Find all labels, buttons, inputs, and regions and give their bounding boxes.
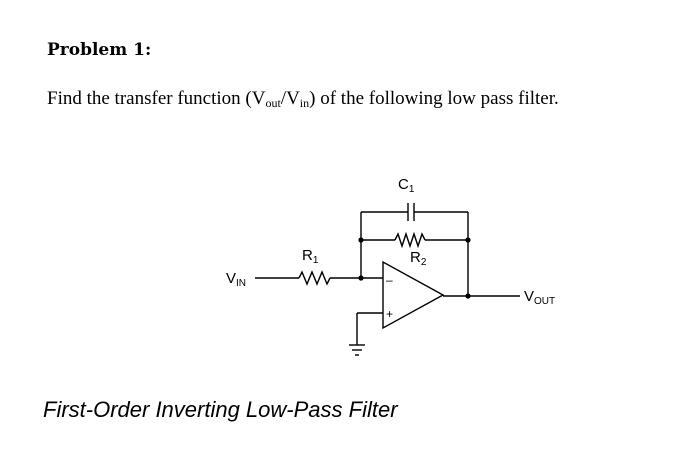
r2-resistor	[394, 231, 426, 249]
junction-dot-node	[358, 275, 364, 281]
junction-dot-r2-left	[358, 237, 364, 243]
junction-dot-r2-right	[465, 237, 471, 243]
r1-resistor	[298, 270, 331, 286]
figure-caption: First-Order Inverting Low-Pass Filter	[43, 397, 398, 422]
junction-dot-output	[465, 293, 471, 299]
r2-label: R2	[410, 249, 427, 268]
op-amp	[382, 260, 445, 330]
inverting-input-symbol: –	[386, 273, 393, 287]
r1-label: R1	[302, 247, 319, 266]
question-slash: /V	[280, 88, 300, 109]
vout-label: VOUT	[524, 288, 555, 307]
c1-label: C1	[398, 176, 415, 195]
problem-title: Problem 1:	[47, 40, 152, 60]
vin-subscript: in	[299, 96, 310, 110]
question-suffix: ) of the following low pass filter.	[309, 88, 559, 109]
vin-label: VIN	[226, 270, 246, 289]
vout-subscript: out	[265, 96, 281, 110]
problem-question: Find the transfer function (Vout/Vin) of…	[47, 88, 559, 111]
non-inverting-input-symbol: +	[386, 307, 393, 321]
question-prefix: Find the transfer function (V	[47, 88, 266, 109]
